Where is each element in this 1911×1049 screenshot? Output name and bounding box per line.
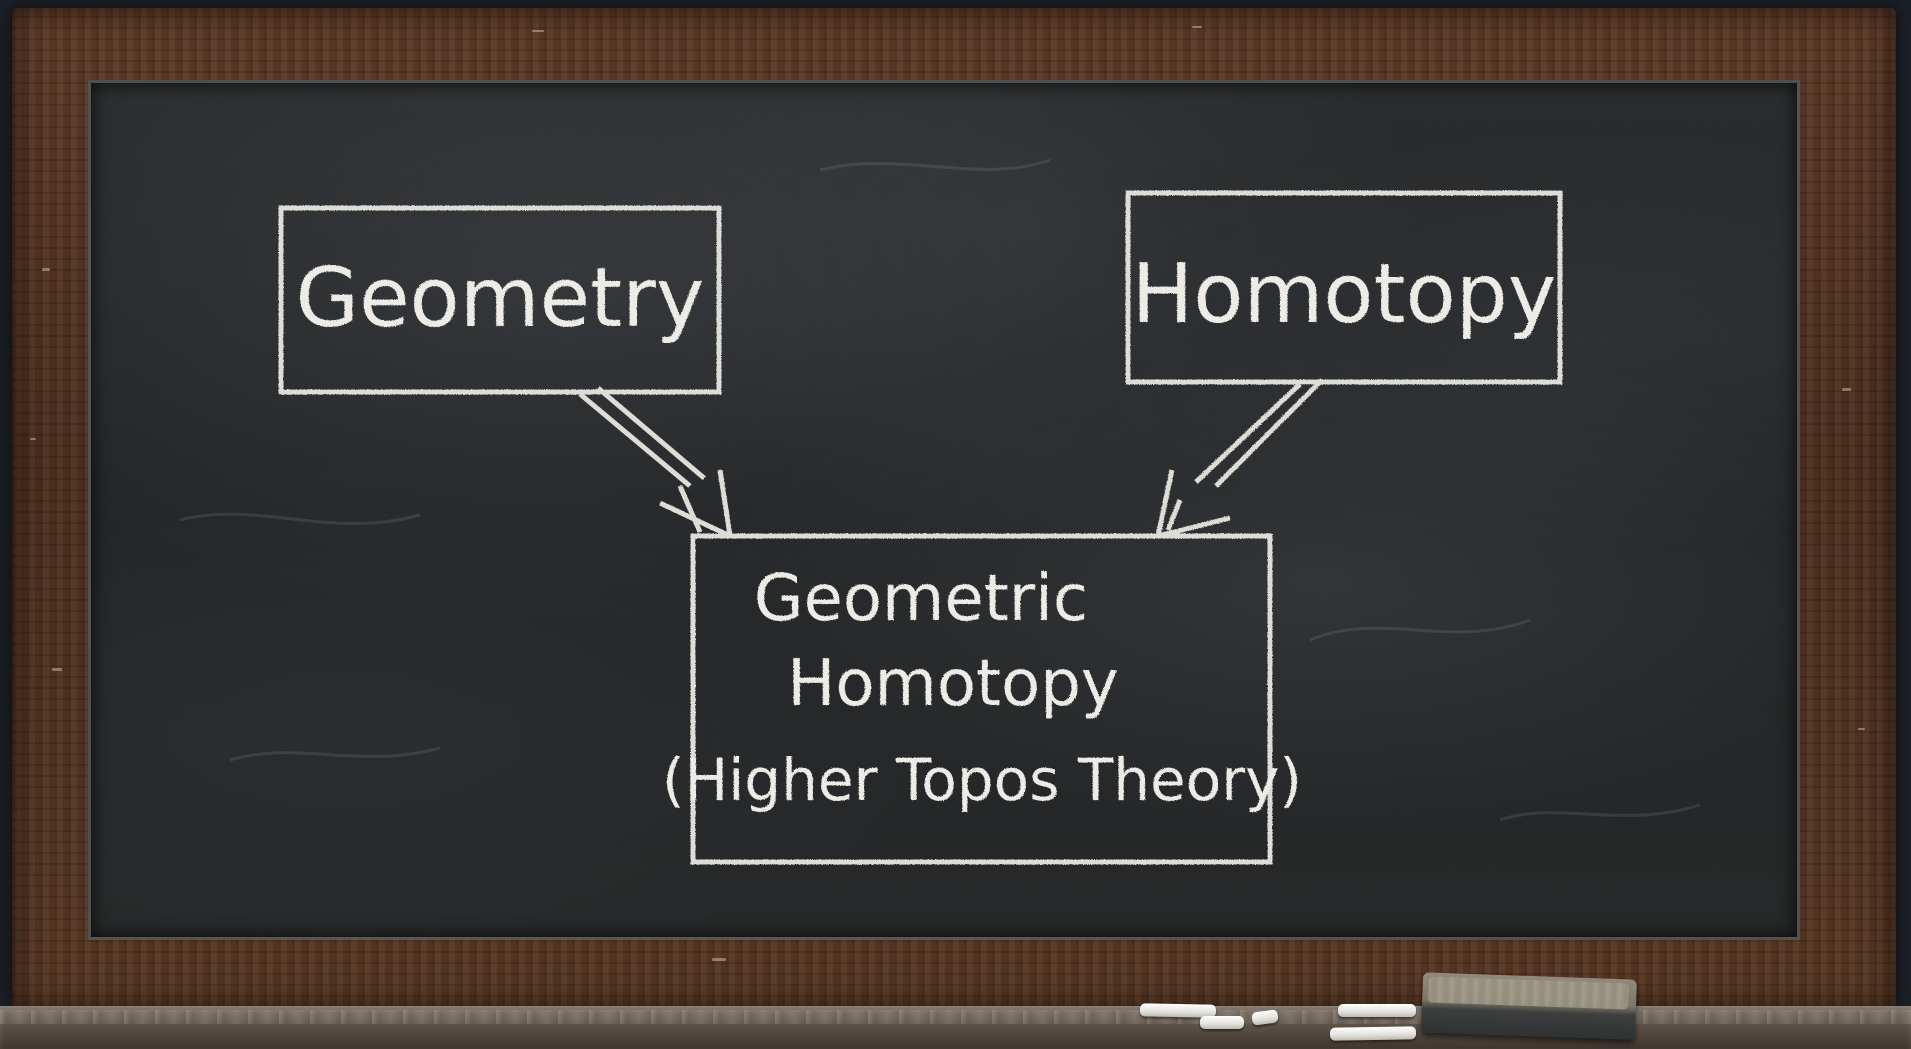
result-label-line2: Homotopy (787, 647, 1119, 721)
homotopy-label: Homotopy (1132, 247, 1557, 342)
arrow-geometry-to-result (580, 388, 730, 536)
geometry-label: Geometry (296, 251, 705, 346)
eraser-felt (1428, 976, 1629, 1009)
result-label-line3: (Higher Topos Theory) (662, 746, 1302, 814)
eraser-icon[interactable] (1421, 972, 1637, 1039)
chalk-stick-icon[interactable] (1200, 1016, 1244, 1029)
chalk-stick-icon[interactable] (1330, 1026, 1416, 1040)
result-label-line1: Geometric (754, 562, 1088, 636)
arrow-homotopy-to-result (1158, 380, 1322, 536)
chalk-stick-icon[interactable] (1338, 1004, 1416, 1017)
